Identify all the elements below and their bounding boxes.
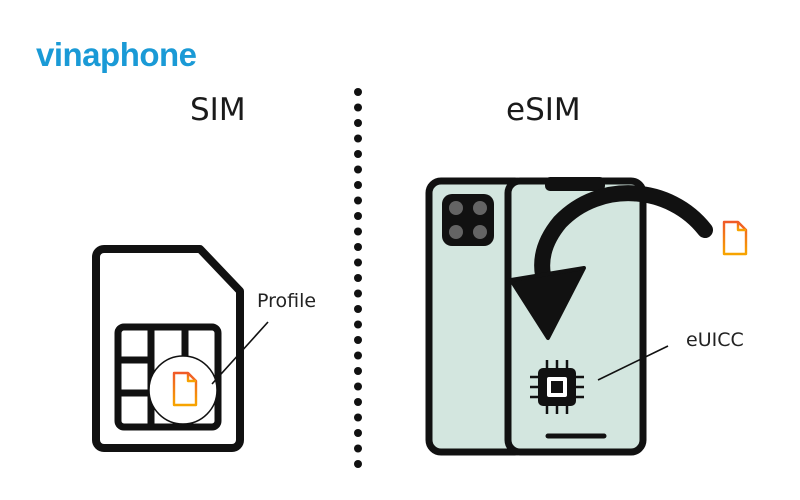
esim-heading: eSIM <box>506 92 581 128</box>
divider-dot <box>354 119 362 127</box>
sim-card-icon <box>92 245 269 452</box>
euicc-label: eUICC <box>686 329 744 351</box>
divider-dot <box>354 429 362 437</box>
divider-dot <box>354 398 362 406</box>
divider-dot <box>354 413 362 422</box>
document-icon <box>722 220 748 256</box>
divider-dot <box>354 444 362 453</box>
sim-heading: SIM <box>190 92 246 128</box>
profile-label: Profile <box>257 290 317 312</box>
divider-dot <box>354 212 362 220</box>
curved-arrow-icon <box>509 185 713 340</box>
divider-dot <box>354 258 362 267</box>
profile-callout-line <box>211 321 269 385</box>
camera-module-icon <box>442 194 494 246</box>
divider-dot <box>354 227 362 236</box>
euicc-callout-line <box>597 345 669 381</box>
divider-dot <box>354 196 362 205</box>
divider-dot <box>354 320 362 329</box>
divider-dot <box>354 103 362 112</box>
divider-dot <box>354 336 362 344</box>
divider-dot <box>354 134 362 143</box>
divider-dot <box>354 351 362 360</box>
chip-icon <box>530 345 669 414</box>
divider-dot <box>354 150 362 158</box>
profile-document-icon <box>172 371 198 407</box>
divider-dot <box>354 274 362 282</box>
phone-notch <box>545 177 605 191</box>
divider-dot <box>354 367 362 375</box>
brand-logo: vinaphone <box>36 36 197 73</box>
divider-dot <box>354 243 362 251</box>
divider-dot <box>354 165 362 174</box>
divider-dot <box>354 460 362 468</box>
dotted-divider <box>354 88 362 468</box>
divider-dot <box>354 181 362 189</box>
divider-dot <box>354 382 362 391</box>
phone-back-icon <box>425 177 531 456</box>
divider-dot <box>354 305 362 313</box>
divider-dot <box>354 289 362 298</box>
divider-dot <box>354 88 362 96</box>
